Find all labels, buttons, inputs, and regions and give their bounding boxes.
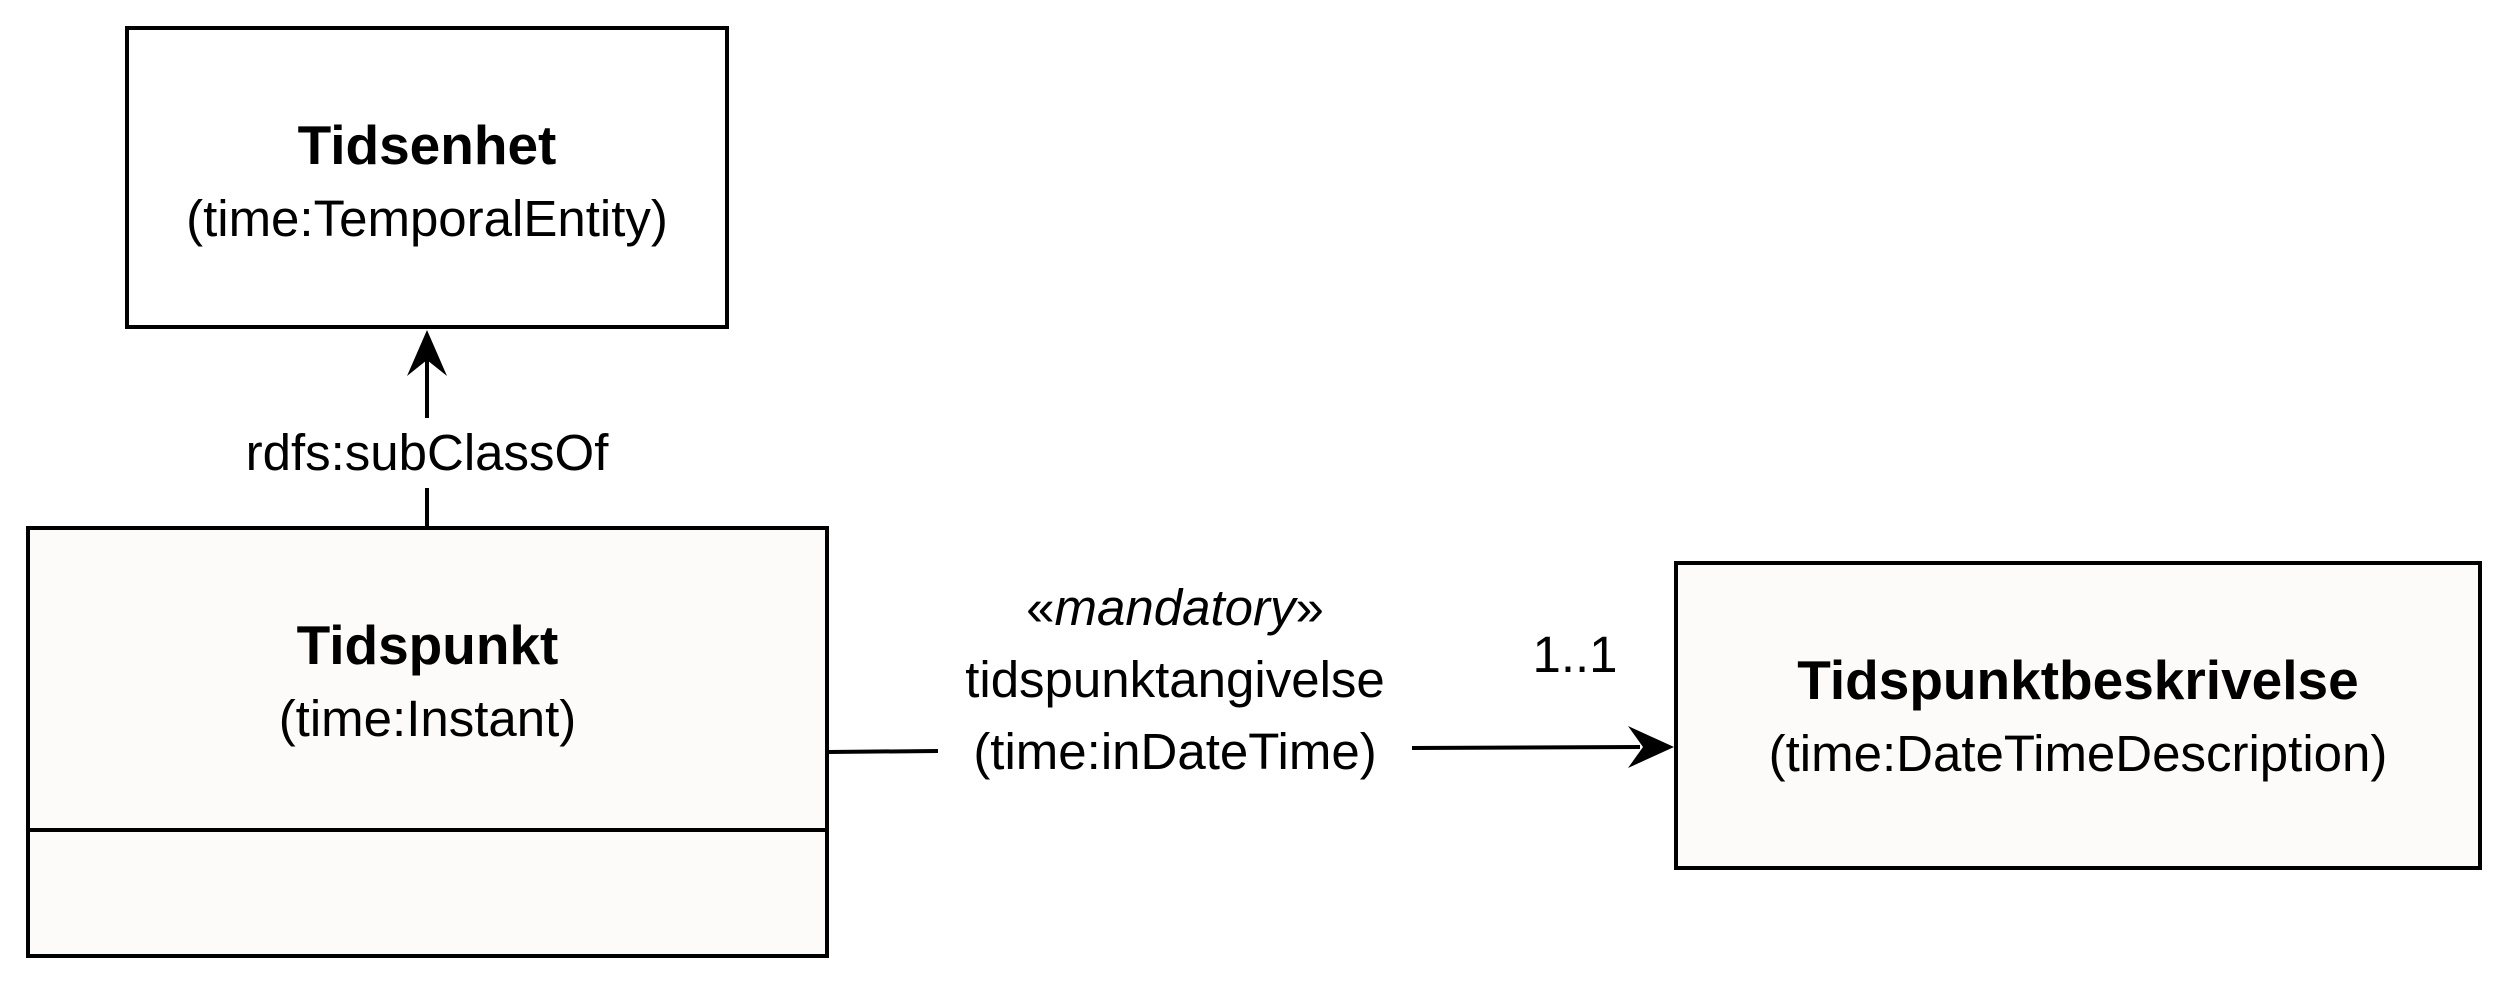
- stereotype-open-guillemet: «: [1026, 579, 1055, 636]
- stereotype-close-guillemet: »: [1295, 579, 1324, 636]
- stereotype-text: mandatory: [1054, 579, 1296, 636]
- class-tidspunktbeskrivelse-uri: (time:DateTimeDescription): [1768, 724, 2388, 782]
- association-edge-left: [827, 749, 939, 754]
- association-stereotype: «mandatory»: [930, 572, 1420, 644]
- association-name: tidspunktangivelse: [965, 651, 1385, 708]
- association-multiplicity: 1..1: [1532, 626, 1618, 683]
- subclass-label: rdfs:subClassOf: [212, 418, 642, 488]
- class-tidspunkt-attribute-compartment: [30, 828, 825, 832]
- subclass-arrowhead: [407, 330, 447, 376]
- class-tidsenhet[interactable]: Tidsenhet (time:TemporalEntity): [125, 26, 729, 329]
- class-tidspunktbeskrivelse[interactable]: Tidspunktbeskrivelse (time:DateTimeDescr…: [1674, 561, 2482, 870]
- class-tidspunktbeskrivelse-name: Tidspunktbeskrivelse: [1797, 649, 2359, 711]
- association-edge-right: [1411, 745, 1641, 750]
- association-label: «mandatory» tidspunktangivelse (time:inD…: [930, 572, 1420, 788]
- association-uri: (time:inDateTime): [973, 723, 1377, 780]
- class-tidspunkt-name: Tidspunkt: [296, 614, 559, 676]
- class-tidsenhet-name: Tidsenhet: [297, 114, 557, 176]
- class-tidspunkt[interactable]: Tidspunkt (time:Instant): [26, 526, 829, 958]
- class-tidspunkt-uri: (time:Instant): [278, 689, 577, 747]
- association-arrowhead: [1628, 726, 1674, 768]
- class-tidsenhet-uri: (time:TemporalEntity): [186, 189, 668, 247]
